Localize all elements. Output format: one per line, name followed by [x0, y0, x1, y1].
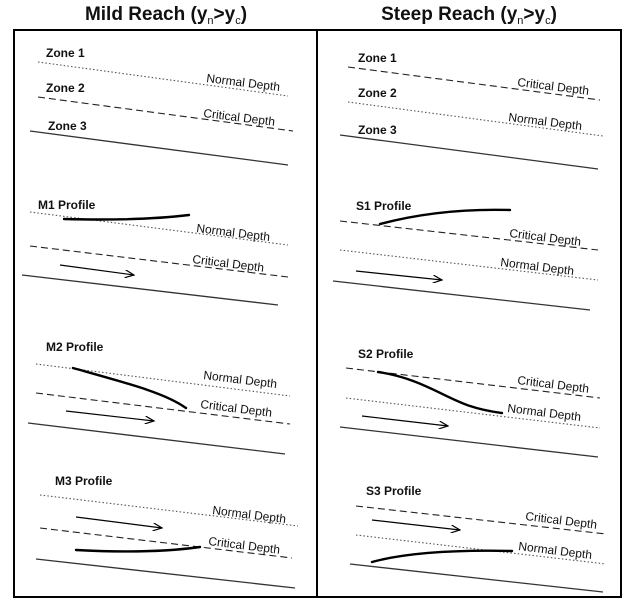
channel-bed — [332, 280, 591, 311]
m1-profile-panel: M1 Profile Normal Depth Critical Depth — [21, 198, 289, 306]
s1-water-surface — [378, 208, 512, 226]
mild-zones-panel: Zone 1 Zone 2 Zone 3 Normal Depth Critic… — [29, 46, 294, 166]
normal-depth-line — [39, 494, 299, 527]
zone-1-label: Zone 1 — [358, 51, 397, 65]
m2-profile-title: M2 Profile — [46, 340, 104, 354]
zone-1-label: Zone 1 — [46, 46, 85, 60]
zone-3-label: Zone 3 — [358, 123, 397, 137]
normal-depth-label: Normal Depth — [212, 503, 287, 526]
m3-profile-title: M3 Profile — [55, 474, 113, 488]
steep-reach-title: Steep Reach (yn>yc) — [381, 4, 557, 27]
channel-bed — [339, 426, 599, 458]
flow-direction-arrow — [371, 519, 460, 530]
m3-profile-panel: M3 Profile Normal Depth Critical Depth — [35, 474, 299, 589]
s2-profile-title: S2 Profile — [358, 347, 414, 361]
m1-profile-title: M1 Profile — [38, 198, 96, 212]
critical-depth-label: Critical Depth — [509, 226, 582, 249]
critical-depth-label: Critical Depth — [517, 373, 590, 396]
normal-depth-label: Normal Depth — [203, 368, 278, 391]
channel-bed — [349, 563, 604, 593]
critical-depth-label: Critical Depth — [192, 252, 265, 275]
channel-bed — [339, 134, 599, 170]
normal-depth-line — [355, 534, 607, 565]
m3-water-surface — [74, 545, 202, 553]
normal-depth-label: Normal Depth — [507, 401, 582, 424]
critical-depth-label: Critical Depth — [203, 106, 276, 129]
s2-water-surface — [376, 370, 504, 415]
s1-profile-panel: S1 Profile Critical Depth Normal Depth — [332, 199, 599, 311]
critical-depth-line — [37, 96, 294, 132]
critical-depth-line — [355, 505, 607, 535]
s2-profile-panel: S2 Profile Critical Depth Normal Depth — [339, 347, 601, 458]
normal-depth-line — [339, 249, 599, 281]
flow-direction-arrow — [75, 516, 162, 528]
s3-profile-panel: S3 Profile Critical Depth Normal Depth — [349, 484, 607, 593]
normal-depth-label: Normal Depth — [500, 255, 575, 278]
channel-bed — [29, 130, 289, 166]
critical-depth-line — [35, 392, 291, 425]
critical-depth-line — [39, 527, 293, 559]
channel-bed — [21, 274, 279, 306]
flow-direction-arrow — [361, 415, 448, 426]
steep-zones-panel: Zone 1 Zone 2 Zone 3 Critical Depth Norm… — [339, 51, 604, 170]
m2-water-surface — [71, 366, 188, 410]
zone-2-label: Zone 2 — [358, 86, 397, 100]
critical-depth-label: Critical Depth — [525, 509, 598, 532]
normal-depth-line — [37, 61, 289, 97]
m1-water-surface — [62, 213, 191, 221]
normal-depth-label: Normal Depth — [508, 110, 583, 133]
channel-bed — [27, 422, 286, 455]
critical-depth-line — [345, 367, 601, 399]
normal-depth-line — [29, 211, 289, 246]
normal-depth-label: Normal Depth — [206, 71, 281, 94]
normal-depth-label: Normal Depth — [196, 221, 271, 244]
flow-direction-arrow — [59, 264, 134, 275]
flow-direction-arrow — [355, 270, 442, 280]
critical-depth-line — [347, 66, 601, 101]
s3-profile-title: S3 Profile — [366, 484, 422, 498]
s3-water-surface — [370, 549, 514, 564]
channel-bed — [35, 558, 296, 589]
zone-3-label: Zone 3 — [48, 119, 87, 133]
critical-depth-label: Critical Depth — [208, 534, 281, 557]
s1-profile-title: S1 Profile — [356, 199, 412, 213]
critical-depth-label: Critical Depth — [200, 397, 273, 420]
mild-reach-title: Mild Reach (yn>yc) — [85, 4, 247, 27]
zone-2-label: Zone 2 — [46, 81, 85, 95]
critical-depth-label: Critical Depth — [517, 75, 590, 98]
m2-profile-panel: M2 Profile Normal Depth Critical Depth — [27, 340, 291, 455]
flow-direction-arrow — [65, 410, 154, 421]
